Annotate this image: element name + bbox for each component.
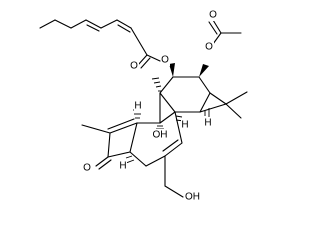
methyl-bond (81, 124, 111, 134)
wedge-bond (199, 64, 209, 77)
ring-hydroxyl-label: OH (153, 130, 168, 141)
double-bond-inner (86, 24, 100, 32)
bond (212, 19, 222, 34)
ester-oxygen-label: O (161, 55, 169, 66)
bond (39, 19, 56, 29)
stereo-hydrogen-label: H (181, 120, 188, 131)
bond (129, 151, 147, 167)
bond (145, 155, 166, 167)
carbonyl-oxygen-label: O (130, 61, 138, 72)
bond (174, 111, 183, 144)
hashed-bond (151, 77, 162, 92)
bond (198, 76, 211, 94)
bond (137, 54, 148, 66)
bond (159, 92, 176, 113)
hashed-bond (204, 108, 210, 118)
stereo-hydrogen-label: H (134, 101, 141, 112)
molecular-structure: O O O O OH O OH H H H H (39, 9, 248, 203)
double-bond-inner (140, 57, 151, 69)
bond (164, 185, 184, 198)
bond (159, 111, 176, 124)
bond (107, 151, 131, 158)
gem-dimethyl-bond (225, 103, 242, 119)
bond (164, 142, 183, 157)
bond (70, 19, 87, 29)
hydroxymethyl-oh-label: OH (185, 192, 200, 203)
bond (209, 92, 227, 105)
bond (199, 103, 227, 113)
bond (116, 19, 132, 29)
bond (107, 132, 111, 158)
bond (100, 19, 118, 29)
cycloheptene-ring (129, 92, 184, 198)
wedge-bond (169, 63, 175, 77)
gem-dimethyl-bond (225, 91, 248, 105)
bond (54, 19, 72, 29)
acetate-oxygen-label: O (205, 42, 213, 53)
stereo-hydrogen-label: H (119, 161, 126, 172)
bond (95, 156, 109, 167)
bond (129, 122, 138, 153)
cyclopentenone-ring (81, 118, 138, 170)
atom-labels: O O O O OH O OH H H H H (82, 9, 218, 203)
bond (130, 27, 148, 56)
cyclohexane-ring (159, 76, 211, 113)
cyclopropane-ring (199, 91, 248, 119)
double-bond-inner (98, 159, 112, 170)
double-bond-inner (117, 24, 131, 33)
bond (85, 19, 102, 29)
bond (199, 92, 211, 113)
bond (146, 54, 161, 62)
double-bond-inner (107, 118, 135, 130)
bond (159, 76, 174, 94)
bond (109, 122, 138, 134)
acetate-carbonyl-oxygen-label: O (209, 10, 217, 21)
hashed-bond (125, 155, 135, 164)
stereo-hydrogen-label: H (204, 118, 211, 129)
ketone-oxygen-label: O (83, 163, 91, 174)
bond (212, 32, 222, 45)
double-bond-inner (162, 139, 179, 152)
double-bond-inner (208, 21, 218, 35)
octadienoyl-chain (39, 19, 161, 69)
acetate-group (208, 19, 242, 45)
